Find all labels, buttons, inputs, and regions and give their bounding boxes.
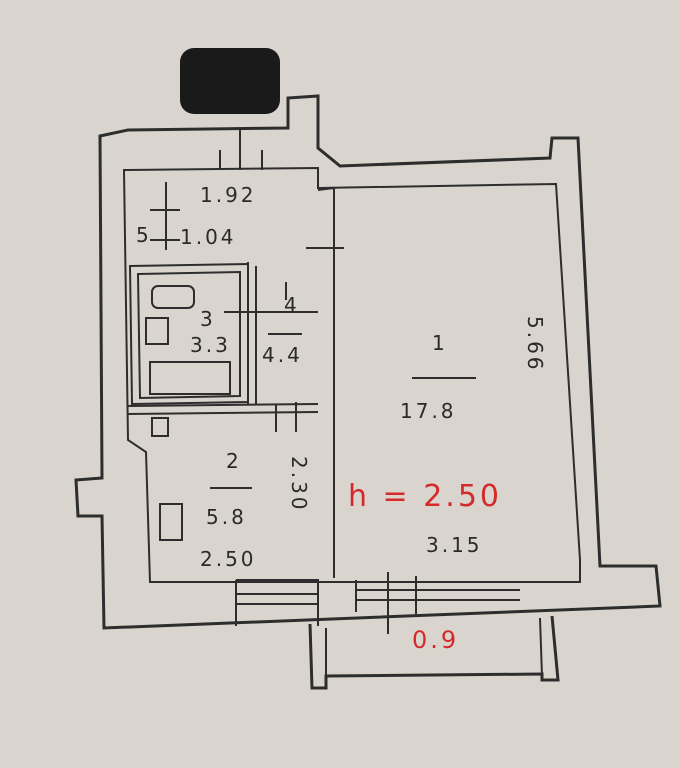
inner-wall bbox=[122, 166, 581, 583]
room-1-area: 17.8 bbox=[400, 399, 457, 423]
toilet bbox=[151, 285, 195, 309]
room-2-length: 2.50 bbox=[200, 547, 257, 571]
room-1-length: 5.66 bbox=[523, 316, 547, 373]
room-1-outline bbox=[317, 186, 335, 578]
room-4-number: 4 bbox=[284, 293, 300, 317]
outer-wall bbox=[74, 94, 662, 630]
room-4-area: 4.4 bbox=[262, 343, 303, 367]
corridor-width-label: 1.92 bbox=[200, 183, 257, 207]
window-room-1 bbox=[355, 572, 520, 634]
room-2-width: 2.30 bbox=[287, 456, 311, 513]
stove bbox=[159, 503, 183, 541]
balcony-width-label: 0.9 bbox=[412, 626, 459, 654]
bathroom-outline bbox=[128, 262, 249, 406]
balcony-inner bbox=[325, 617, 543, 677]
bathtub bbox=[149, 361, 231, 395]
room-5-number: 5 bbox=[136, 223, 152, 247]
ceiling-height-label: h = 2.50 bbox=[348, 479, 502, 514]
room-3-area: 3.3 bbox=[190, 333, 231, 357]
window-kitchen bbox=[235, 579, 319, 626]
partition-wall bbox=[127, 262, 319, 415]
room-2-number: 2 bbox=[226, 449, 242, 473]
room-2-area: 5.8 bbox=[206, 505, 247, 529]
room-5-area: 1.04 bbox=[180, 225, 237, 249]
balcony bbox=[308, 615, 560, 690]
room-3-number: 3 bbox=[200, 307, 216, 331]
room-1-number: 1 bbox=[432, 331, 448, 355]
kitchen-sink bbox=[151, 417, 169, 437]
sink bbox=[145, 317, 169, 345]
redaction-mark bbox=[180, 48, 280, 114]
dimension-ticks bbox=[150, 128, 344, 432]
room-1-width: 3.15 bbox=[426, 533, 483, 557]
